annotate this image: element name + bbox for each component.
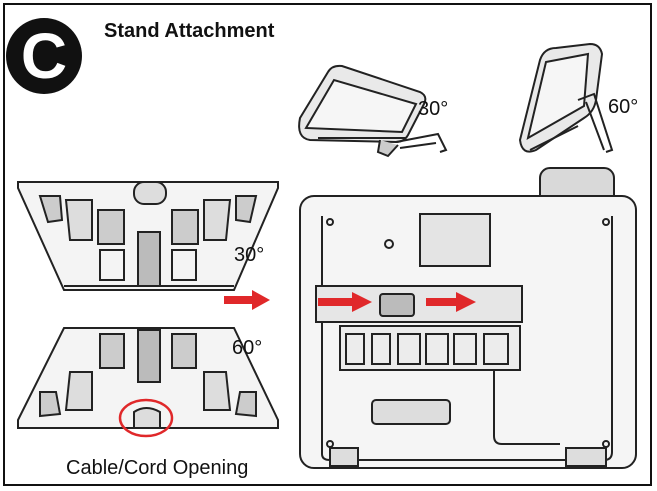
cable-opening-label: Cable/Cord Opening <box>66 457 249 479</box>
section-badge: C <box>6 18 82 94</box>
phone-side-view-30 <box>298 64 448 158</box>
page-title: Stand Attachment <box>104 20 275 42</box>
phone-side-view-60 <box>518 42 614 153</box>
arrow-middle <box>318 292 372 312</box>
phone-rear-view <box>299 167 637 469</box>
cable-opening-highlight <box>118 398 174 438</box>
angle-60-side-label: 60° <box>608 96 639 118</box>
angle-60-stand-label: 60° <box>232 337 263 359</box>
direction-arrows <box>224 290 476 312</box>
angle-30-side-label: 30° <box>418 98 449 120</box>
angle-30-stand-label: 30° <box>234 244 265 266</box>
arrow-left <box>224 290 270 310</box>
stand-30-view <box>17 181 279 291</box>
stand-60-view <box>17 327 279 429</box>
arrow-right <box>426 292 476 312</box>
